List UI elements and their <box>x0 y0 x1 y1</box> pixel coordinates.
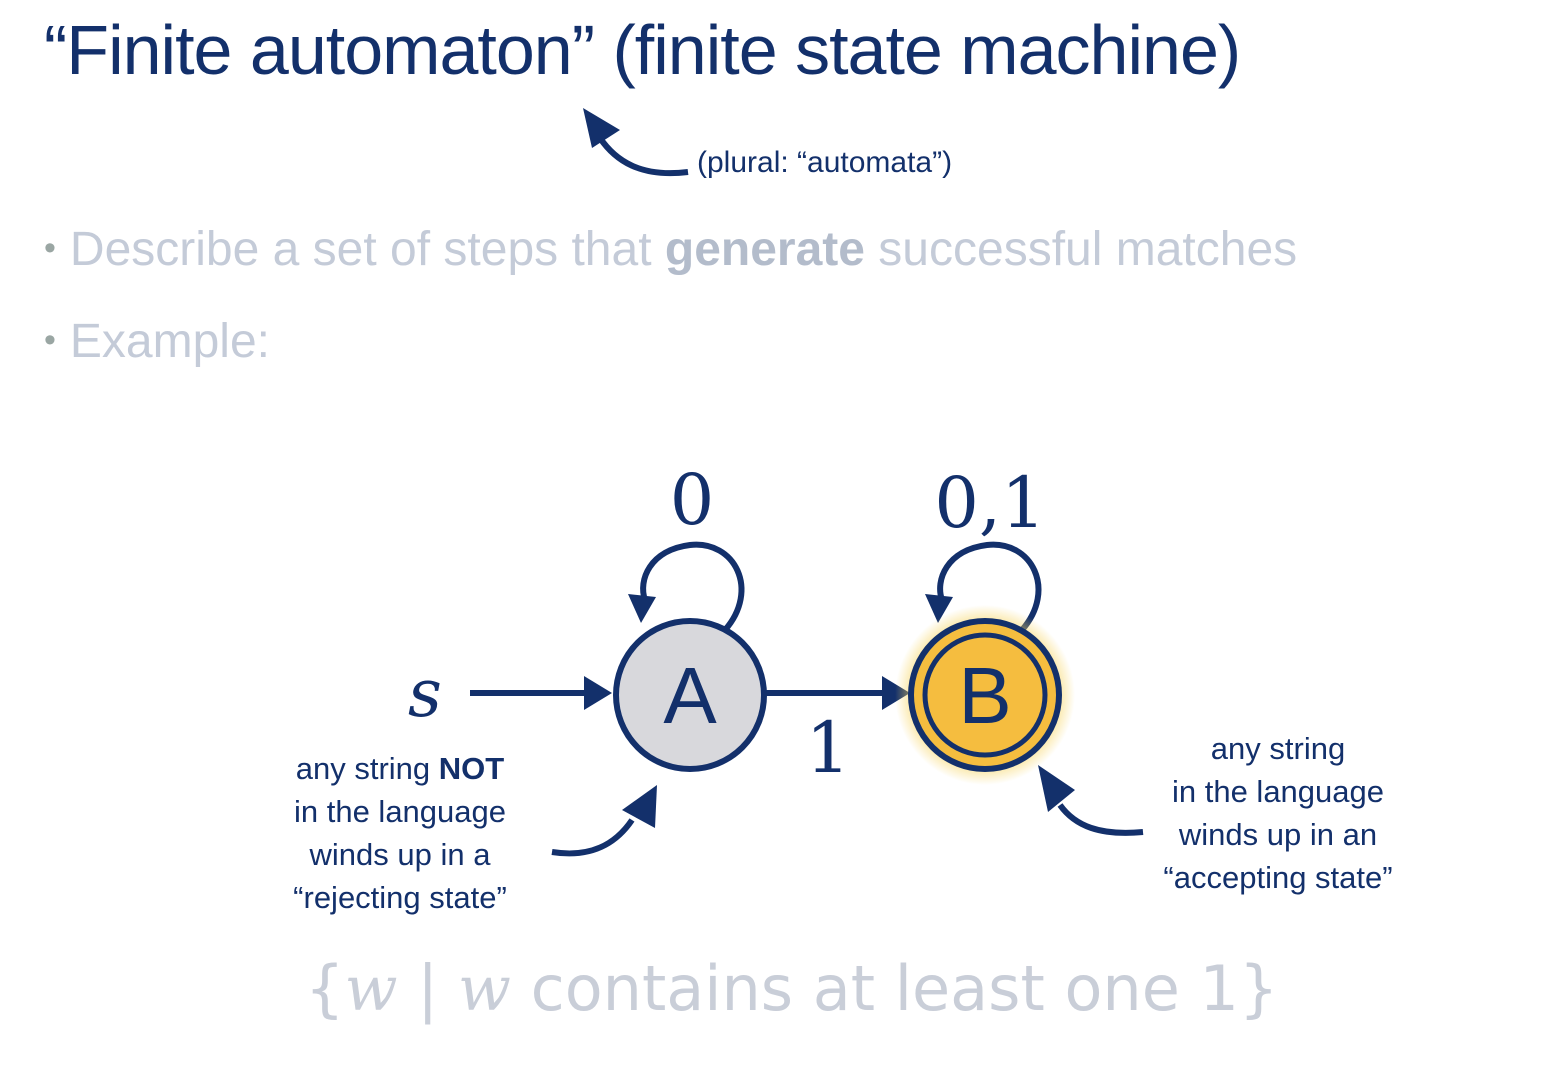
state-b-inner-circle <box>922 632 1048 758</box>
caption-emphasis: NOT <box>438 751 505 786</box>
self-loop-b-label: 0,1 <box>934 462 1045 544</box>
caption-text: any string <box>295 751 439 786</box>
state-a-label: A <box>663 651 717 740</box>
accept-annotation-arrow-head <box>1038 765 1075 812</box>
state-b-label: B <box>958 651 1011 740</box>
caption-line: any string NOT <box>252 747 548 790</box>
note-arrow-head <box>583 108 620 148</box>
caption-line: “rejecting state” <box>293 880 507 915</box>
caption-line: winds up in a <box>309 837 491 872</box>
bullet-dot: • <box>44 321 56 359</box>
formula-open-brace: { <box>305 952 345 1025</box>
formula-close-brace: } <box>1239 952 1279 1025</box>
language-definition: {w | w contains at least one 1} <box>305 952 1278 1025</box>
note-arrow <box>597 136 689 177</box>
bullet-text-post: successful matches <box>864 223 1298 276</box>
caption-line: “accepting state” <box>1163 860 1393 895</box>
start-arrow-head <box>584 676 612 710</box>
start-label: s <box>408 655 442 732</box>
self-loop-a <box>640 541 745 632</box>
formula-bar: | <box>397 952 458 1025</box>
reject-annotation-arrow-head <box>622 785 657 828</box>
accepting-state-caption: any string in the language winds up in a… <box>1120 727 1436 899</box>
bullet-dot: • <box>44 229 56 267</box>
reject-annotation-arrow <box>551 818 635 857</box>
formula-var: w <box>457 952 511 1025</box>
accept-annotation-arrow <box>1057 803 1144 836</box>
caption-line: in the language <box>293 794 507 829</box>
self-loop-a-head <box>628 594 656 623</box>
self-loop-b-head <box>925 594 953 623</box>
transition-a-b-label: 1 <box>806 707 851 789</box>
rejecting-state-caption: any string NOT in the language winds up … <box>252 747 548 919</box>
bullet-text: Example: <box>69 315 270 368</box>
formula-var: w <box>344 952 398 1025</box>
title-plural-note: (plural: “automata”) <box>697 146 953 179</box>
caption-line: winds up in an <box>1178 817 1378 852</box>
bullet-describe: • Describe a set of steps that generate s… <box>44 222 1297 277</box>
state-a-circle <box>613 618 767 772</box>
self-loop-b <box>937 541 1042 632</box>
bullet-text-pre: Describe a set of steps that <box>69 223 665 276</box>
caption-line: any string <box>1210 731 1346 766</box>
formula-text: contains at least one 1 <box>510 952 1239 1025</box>
bullet-text-bold: generate <box>664 223 865 276</box>
self-loop-a-label: 0 <box>670 459 715 541</box>
caption-line: in the language <box>1171 774 1385 809</box>
slide-title: “Finite automaton” (finite state machine… <box>44 11 1241 89</box>
bullet-example: • Example: <box>44 314 270 369</box>
